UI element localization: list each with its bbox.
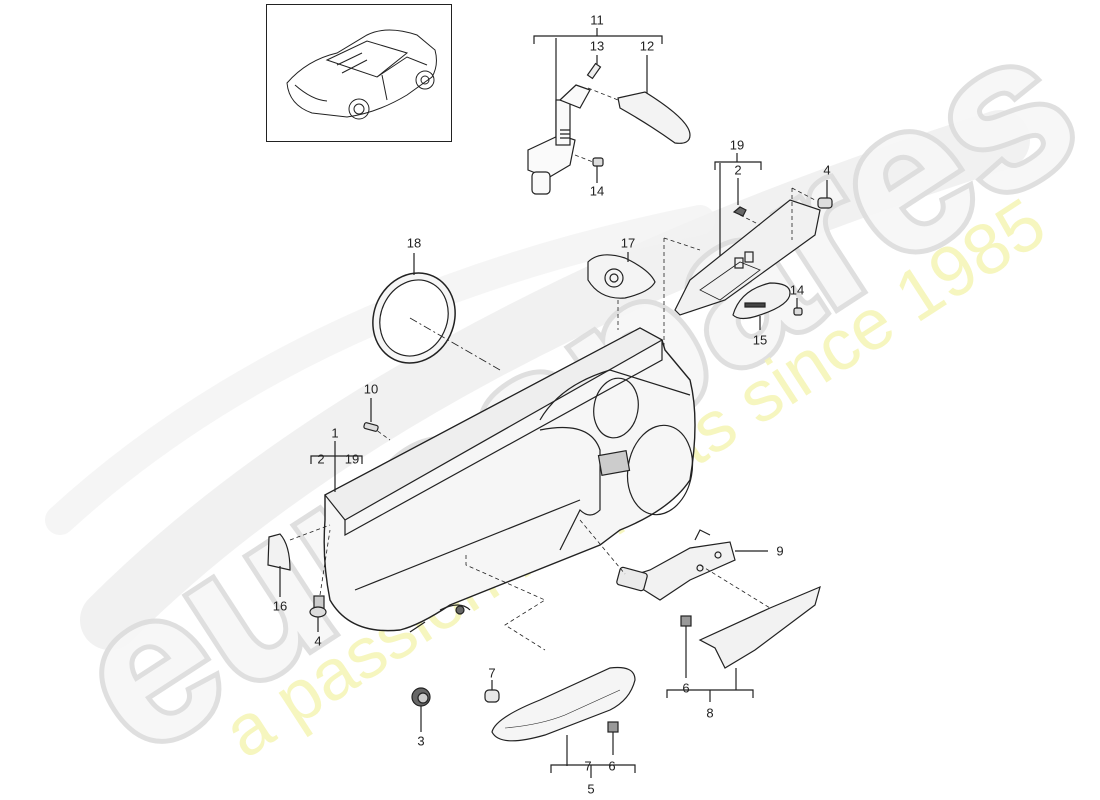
- callout-14[interactable]: 14: [789, 282, 805, 298]
- callout-7[interactable]: 7: [488, 665, 496, 681]
- callout-9[interactable]: 9: [776, 543, 784, 559]
- vehicle-thumbnail: [266, 4, 452, 142]
- callout-6[interactable]: 6: [608, 758, 616, 774]
- callout-6[interactable]: 6: [682, 680, 690, 696]
- callout-5[interactable]: 5: [587, 781, 595, 797]
- callout-10[interactable]: 10: [363, 381, 379, 397]
- callout-13[interactable]: 13: [589, 38, 605, 54]
- callout-14[interactable]: 14: [589, 183, 605, 199]
- callout-18[interactable]: 18: [406, 235, 422, 251]
- callout-15[interactable]: 15: [752, 332, 768, 348]
- callout-11[interactable]: 11: [590, 12, 604, 28]
- callout-4[interactable]: 4: [314, 633, 322, 649]
- callout-1[interactable]: 1: [331, 425, 339, 441]
- callout-8[interactable]: 8: [706, 705, 714, 721]
- car-icon: [286, 29, 437, 120]
- callout-17[interactable]: 17: [620, 235, 636, 251]
- callout-16[interactable]: 16: [272, 598, 288, 614]
- callout-4[interactable]: 4: [823, 162, 831, 178]
- callout-12[interactable]: 12: [639, 38, 655, 54]
- door-trim-panel: [323, 327, 696, 633]
- callout-19[interactable]: 19: [344, 451, 360, 467]
- callout-2[interactable]: 2: [317, 451, 325, 467]
- callout-3[interactable]: 3: [417, 733, 425, 749]
- door-release-mechanism: [527, 84, 591, 195]
- bracket-11: [533, 35, 663, 44]
- callout-2[interactable]: 2: [734, 162, 742, 178]
- callout-7[interactable]: 7: [584, 758, 592, 774]
- callout-19[interactable]: 19: [729, 137, 745, 153]
